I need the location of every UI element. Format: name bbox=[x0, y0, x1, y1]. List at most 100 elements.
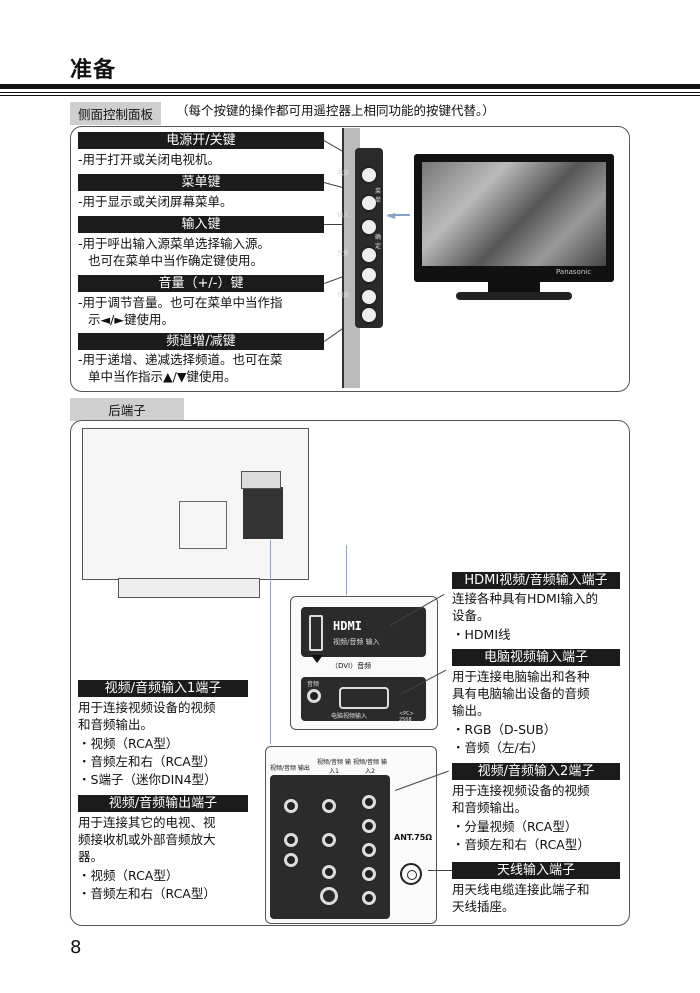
av1-bullet-text: S端子（迷你DIN4型） bbox=[90, 772, 217, 787]
avout-bullet-1: ・视频（RCA型） bbox=[78, 868, 179, 883]
header-rule-thin bbox=[0, 92, 700, 93]
channel-key-bar: 频道增/减键 bbox=[78, 333, 324, 350]
channel-up-button bbox=[360, 288, 378, 306]
av-in1-header: 视频/音频 输入1 bbox=[317, 759, 351, 775]
antenna-desc-2: 天线插座。 bbox=[452, 899, 515, 914]
hdmi-port bbox=[309, 615, 323, 651]
strip-label: 音量 bbox=[337, 250, 350, 257]
hdmi-sub-label: 视频/音频 输入 bbox=[333, 638, 380, 646]
vesa-mount bbox=[179, 501, 227, 549]
av2-bullet-2: ・音频左和右（RCA型） bbox=[452, 837, 590, 852]
avout-desc-1: 用于连接其它的电视、视 bbox=[78, 815, 216, 830]
pc-input-label: 电脑视频输入 bbox=[331, 713, 368, 720]
volume-key-desc-2: 示◄/►键使用。 bbox=[88, 312, 174, 327]
pc-input-bar: 电脑视频输入端子 bbox=[452, 649, 620, 666]
tv-back-stand bbox=[118, 578, 260, 598]
side-section-tag: 侧面控制面板 bbox=[70, 102, 162, 125]
av2-desc-2: 和音频输出。 bbox=[452, 800, 528, 815]
tv-neck bbox=[488, 282, 540, 292]
vga-port bbox=[339, 687, 389, 709]
tv-front-image: Panasonic bbox=[414, 154, 614, 282]
avout-bullet-2: ・音频左和右（RCA型） bbox=[78, 886, 216, 901]
av-out-audio-left-jack bbox=[284, 833, 298, 847]
input-key-bar: 输入键 bbox=[78, 216, 324, 233]
av-in1-video-jack bbox=[322, 799, 336, 813]
av-in2-audio-right-jack bbox=[362, 891, 376, 905]
connector-line bbox=[346, 545, 347, 595]
leader-line bbox=[428, 870, 452, 871]
strip-label: 确定 bbox=[375, 234, 382, 250]
header-rule-thin-2 bbox=[0, 95, 700, 96]
av-in2-header: 视频/音频 输入2 bbox=[353, 759, 387, 775]
strip-label: 频道 bbox=[337, 292, 350, 299]
av-out-header: 视频/音频 输出 bbox=[270, 765, 310, 772]
header-rule bbox=[0, 84, 700, 89]
leader-line bbox=[324, 224, 354, 225]
av2-input-bar: 视频/音频输入2端子 bbox=[452, 763, 620, 780]
pc-audio-jack bbox=[307, 689, 321, 703]
av2-bullet-1: ・分量视频（RCA型） bbox=[452, 819, 578, 834]
antenna-jack-inner bbox=[407, 870, 417, 880]
volume-up-button bbox=[360, 246, 378, 264]
av-out-video-jack bbox=[284, 799, 298, 813]
antenna-desc-1: 用天线电缆连接此端子和 bbox=[452, 882, 590, 897]
av2-desc-1: 用于连接视频设备的视频 bbox=[452, 783, 590, 798]
tv-screen bbox=[422, 162, 606, 266]
input-key-desc-1: -用于呼出输入源菜单选择输入源。 bbox=[78, 236, 271, 251]
av1-bullet-2: ・音频左和右（RCA型） bbox=[78, 754, 216, 769]
hdmi-desc-2: 设备。 bbox=[452, 608, 490, 623]
menu-key-bar: 菜单键 bbox=[78, 174, 324, 191]
volume-key-bar: 音量（+/-）键 bbox=[78, 275, 324, 292]
volume-down-button bbox=[360, 266, 378, 284]
page-title: 准备 bbox=[70, 58, 117, 83]
strip-label: 输入 bbox=[337, 212, 350, 219]
menu-button bbox=[360, 194, 378, 212]
av-in1-audio-left-jack bbox=[322, 833, 336, 847]
dvi-label: （DVI）音频 bbox=[331, 662, 372, 670]
av-in2-y-jack bbox=[362, 795, 376, 809]
hdmi-pc-panel: HDMI 视频/音频 输入 （DVI）音频 音频 电脑视频输入 <PC> 256… bbox=[290, 596, 438, 730]
av-out-audio-right-jack bbox=[284, 853, 298, 867]
side-control-panel bbox=[70, 126, 630, 392]
avout-bullet-text: 视频（RCA型） bbox=[90, 868, 179, 883]
channel-key-desc-2: 单中当作指示▲/▼键使用。 bbox=[88, 369, 237, 384]
hdmi-logo: HDMI bbox=[333, 619, 362, 633]
side-section-note: （每个按键的操作都可用遥控器上相同功能的按键代替。） bbox=[176, 103, 495, 118]
hdmi-bullet: ・HDMI线 bbox=[452, 627, 511, 642]
side-control-strip: 电源 菜单 输入 确定 音量 频道 bbox=[337, 148, 383, 328]
rear-section-tag: 后端子 bbox=[70, 398, 184, 421]
av-in2-pb-jack bbox=[362, 819, 376, 833]
channel-down-button bbox=[360, 306, 378, 324]
input-button bbox=[360, 218, 378, 236]
rear-terminal-panel bbox=[70, 420, 630, 926]
connector-line bbox=[270, 540, 271, 744]
avout-bullet-text: 音频左和右（RCA型） bbox=[90, 886, 216, 901]
pc-desc-3: 输出。 bbox=[452, 703, 490, 718]
avout-desc-2: 频接收机或外部音频放大 bbox=[78, 832, 216, 847]
tv-brand: Panasonic bbox=[556, 268, 592, 276]
tv-stand bbox=[456, 292, 572, 300]
av-in1-audio-right-jack bbox=[322, 865, 336, 879]
audio-label: 音频 bbox=[307, 681, 320, 688]
arrow-left-icon: ◄ bbox=[386, 208, 396, 222]
pc-desc-1: 用于连接电脑输出和各种 bbox=[452, 669, 590, 684]
av2-bullet-text: 音频左和右（RCA型） bbox=[464, 837, 590, 852]
antenna-input-bar: 天线输入端子 bbox=[452, 862, 620, 879]
av-in2-audio-left-jack bbox=[362, 867, 376, 881]
rear-terminal-block bbox=[243, 487, 283, 539]
av1-bullet-1: ・视频（RCA型） bbox=[78, 736, 179, 751]
avout-desc-3: 器。 bbox=[78, 849, 104, 864]
hdmi-desc-1: 连接各种具有HDMI输入的 bbox=[452, 591, 598, 606]
av2-bullet-text: 分量视频（RCA型） bbox=[464, 819, 578, 834]
av1-bullet-3: ・S端子（迷你DIN4型） bbox=[78, 772, 217, 787]
av1-desc-1: 用于连接视频设备的视频 bbox=[78, 700, 216, 715]
av1-bullet-text: 视频（RCA型） bbox=[90, 736, 179, 751]
pc-bullet-text: RGB（D-SUB） bbox=[464, 722, 557, 737]
av-output-bar: 视频/音频输出端子 bbox=[78, 795, 248, 812]
ant-label: ANT.75Ω bbox=[394, 833, 433, 842]
page-number: 8 bbox=[70, 937, 82, 958]
av-port-plate bbox=[270, 775, 390, 919]
av1-bullet-text: 音频左和右（RCA型） bbox=[90, 754, 216, 769]
av-in2-pr-jack bbox=[362, 843, 376, 857]
pc-code-label: <PC> 2568 bbox=[399, 711, 414, 723]
